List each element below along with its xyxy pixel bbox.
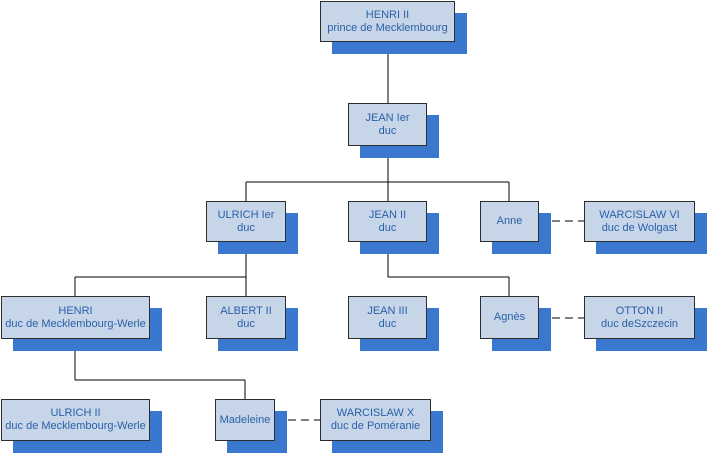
node-henri-ii: HENRI II prince de Mecklembourg — [320, 1, 467, 54]
node-title: prince de Mecklembourg — [327, 21, 448, 34]
node-name: JEAN II — [368, 208, 407, 221]
node-box: ALBERT II duc — [206, 296, 286, 339]
node-title: duc deSzczecin — [600, 317, 679, 330]
node-jean-ier: JEAN Ier duc — [348, 103, 439, 158]
node-title: duc de Wolgast — [601, 221, 678, 234]
node-name: JEAN III — [367, 304, 408, 317]
node-box: JEAN II duc — [348, 201, 427, 242]
node-title: duc de Poméranie — [330, 420, 421, 432]
node-title: duc — [378, 221, 397, 234]
node-madeleine: Madeleine — [215, 399, 287, 453]
node-name: WARCISLAW X — [336, 407, 415, 419]
node-anne: Anne — [480, 201, 551, 254]
node-name: OTTON II — [615, 304, 664, 317]
node-name: JEAN Ier — [365, 111, 410, 124]
node-ulrich-ii: ULRICH II duc de Mecklembourg-Werle — [1, 399, 162, 453]
node-name: Agnès — [493, 311, 526, 323]
node-agnes: Agnès — [480, 296, 551, 351]
node-name: Anne — [496, 215, 523, 227]
node-warcislaw-x: WARCISLAW X duc de Poméranie — [320, 399, 443, 453]
node-name: HENRI II — [365, 8, 410, 21]
node-otton-ii: OTTON II duc deSzczecin — [584, 296, 707, 351]
node-name: WARCISLAW VI — [599, 208, 680, 221]
node-box: WARCISLAW VI duc de Wolgast — [584, 201, 695, 242]
node-title: duc — [237, 221, 255, 234]
node-title: duc — [378, 317, 397, 330]
node-henri: HENRI duc de Mecklembourg-Werle — [1, 296, 162, 351]
node-box: Anne — [480, 201, 539, 242]
node-box: WARCISLAW X duc de Poméranie — [320, 399, 431, 441]
node-box: JEAN Ier duc — [348, 103, 427, 146]
node-name: HENRI — [58, 304, 93, 317]
node-box: HENRI duc de Mecklembourg-Werle — [1, 296, 150, 339]
node-box: Madeleine — [215, 399, 275, 441]
node-ulrich-ier: ULRICH Ier duc — [206, 201, 298, 254]
node-title: duc de Mecklembourg-Werle — [5, 420, 146, 432]
node-name: ALBERT II — [220, 304, 272, 317]
node-title: duc — [237, 317, 255, 330]
node-jean-iii: JEAN III duc — [348, 296, 439, 351]
node-box: ULRICH II duc de Mecklembourg-Werle — [1, 399, 150, 441]
node-name: ULRICH II — [50, 407, 101, 419]
node-box: JEAN III duc — [348, 296, 427, 339]
node-name: ULRICH Ier — [217, 208, 275, 221]
node-title: duc — [378, 124, 397, 137]
node-box: ULRICH Ier duc — [206, 201, 286, 242]
node-albert-ii: ALBERT II duc — [206, 296, 298, 351]
node-title: duc de Mecklembourg-Werle — [5, 317, 146, 330]
node-box: HENRI II prince de Mecklembourg — [320, 1, 455, 42]
node-warcislaw-vi: WARCISLAW VI duc de Wolgast — [584, 201, 707, 254]
node-jean-ii: JEAN II duc — [348, 201, 439, 254]
node-name: Madeleine — [219, 413, 271, 426]
node-box: Agnès — [480, 296, 539, 339]
node-box: OTTON II duc deSzczecin — [584, 296, 695, 339]
